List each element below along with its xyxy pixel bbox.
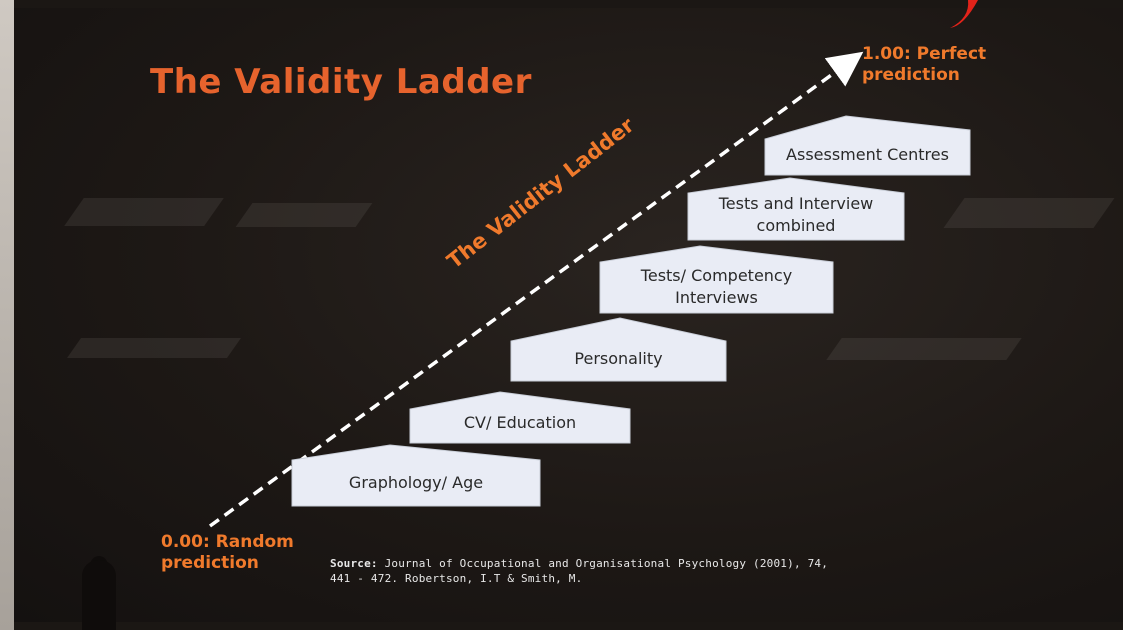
step-shape-tests-interview xyxy=(687,177,905,241)
slide-title: The Validity Ladder xyxy=(150,62,532,102)
step-shape-cv-education xyxy=(409,391,631,444)
random-prediction-line2: prediction xyxy=(161,553,259,573)
source-citation: Source: Journal of Occupational and Orga… xyxy=(330,556,850,586)
step-label-personality: Personality xyxy=(574,349,663,368)
presentation-screen xyxy=(14,8,1123,622)
step-shape-assessment-centres xyxy=(764,115,971,176)
step-shape-personality xyxy=(510,317,727,382)
perfect-prediction-label: 1.00: Perfect prediction xyxy=(862,44,986,86)
logo-swoosh-icon xyxy=(950,0,978,28)
step-label-assessment-centres: Assessment Centres xyxy=(786,144,949,164)
perfect-prediction-line1: 1.00: Perfect xyxy=(862,44,987,64)
random-prediction-label: 0.00: Random prediction xyxy=(161,532,294,574)
left-wall xyxy=(0,0,14,630)
step-label-cv-education: CV/ Education xyxy=(463,412,577,432)
random-prediction-line1: 0.00: Random xyxy=(161,532,294,552)
step-shape-graphology-age xyxy=(291,444,541,507)
audience-silhouette xyxy=(82,560,116,630)
step-label-graphology-age: Graphology/ Age xyxy=(348,473,484,492)
step-shape-tests-competency xyxy=(599,245,834,314)
source-prefix: Source: xyxy=(330,557,378,570)
step-label-tests-interview: Tests and Interview combined xyxy=(718,194,874,235)
validity-arrow xyxy=(208,51,864,528)
perfect-prediction-line2: prediction xyxy=(862,65,960,85)
step-label-tests-competency: Tests/ Competency Interviews xyxy=(640,265,793,307)
source-text: Journal of Occupational and Organisation… xyxy=(330,557,829,585)
